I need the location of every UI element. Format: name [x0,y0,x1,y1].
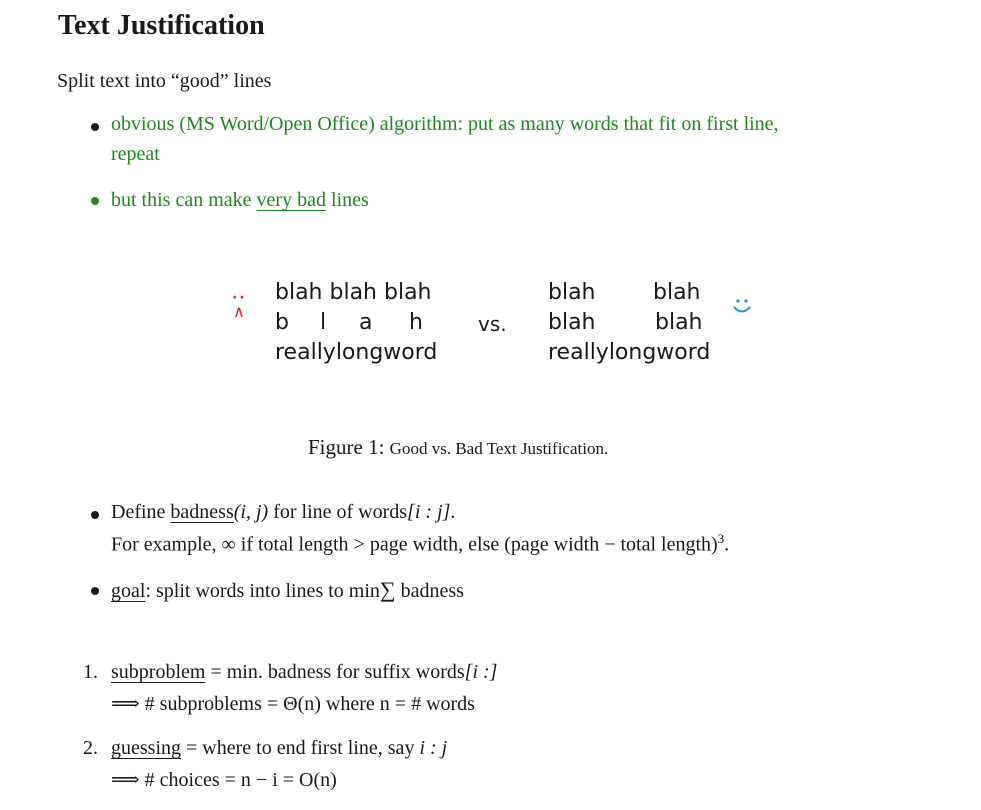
bad-line-1: blah blah blah [275,280,432,305]
step-2-guessing: guessing = where to end first line, say … [111,737,447,760]
bullet-dot [91,197,99,205]
guessing-range: i : j [419,737,448,759]
happy-face-icon [732,298,752,316]
bullet-goal: goal: split words into lines to min∑ bad… [111,577,464,603]
bullet-obvious-algorithm-cont: repeat [111,143,160,165]
goal-end: badness [395,580,464,602]
badness-args: (i, j) [233,501,269,523]
very-bad-underlined: very bad [256,189,326,211]
good-line-2-word-2: blah [655,310,703,335]
bullet-dot [91,123,99,131]
step-2-number: 2. [83,737,98,759]
bad-letter-l: l [320,310,327,335]
bad-line-3: reallylongword [275,340,438,365]
bad-letter-b: b [275,310,289,335]
badness-range: [i : j] [407,501,451,523]
choices-count: # choices = n − i = O(n) [139,769,337,791]
sum-symbol: ∑ [379,577,396,602]
bullet-dot [91,587,99,595]
step-1-subproblem: subproblem = min. badness for suffix wor… [111,661,497,684]
guessing-text: = where to end first line, say [181,737,420,759]
good-line-3: reallylongword [548,340,711,365]
bullet-badness-definition: Define badness(i, j) for line of words[i… [111,501,455,524]
section-title: Text Justification [58,10,265,41]
implies-arrow-icon: ⟹ [111,769,140,791]
step-1-number: 1. [83,661,98,683]
bad-letter-a: a [359,310,373,335]
subproblem-underlined: subproblem [111,661,206,683]
badness-mid: for line of words [268,501,408,523]
badness-example: For example, ∞ if total length > page wi… [111,531,729,557]
badness-pre: Define [111,501,171,523]
good-line-1-word-2: blah [653,280,701,305]
implies-arrow-icon: ⟹ [111,693,140,715]
good-line-1-word-1: blah [548,280,596,305]
bullet-bad-lines-suffix: lines [325,189,369,211]
figure-caption-label: Figure 1: [308,435,385,459]
goal-underlined: goal [111,580,146,602]
subproblem-count: # subproblems = Θ(n) where n = # words [139,693,475,715]
subproblem-text: = min. badness for suffix words [205,661,465,683]
figure-caption: Figure 1: Good vs. Bad Text Justificatio… [308,435,608,460]
sad-face-icon: ·· ∧ [232,290,247,321]
bad-letter-h: h [409,310,423,335]
figure-caption-text: Good vs. Bad Text Justification. [389,439,609,458]
good-line-2-word-1: blah [548,310,596,335]
subproblem-range: [i :] [464,661,498,683]
vs-label: vs. [478,312,507,336]
bullet-bad-lines: but this can make very bad lines [111,189,369,212]
step-1-implication: ⟹ # subproblems = Θ(n) where n = # words [111,691,475,716]
guessing-underlined: guessing [111,737,181,759]
step-2-implication: ⟹ # choices = n − i = O(n) [111,767,337,792]
bullet-obvious-algorithm: obvious (MS Word/Open Office) algorithm:… [111,113,779,135]
badness-example-text: For example, ∞ if total length > page wi… [111,533,718,556]
bullet-dot [91,511,99,519]
badness-end: . [450,501,456,523]
badness-underlined: badness [170,501,234,523]
badness-example-exponent: 3 [717,531,725,546]
bullet-bad-lines-prefix: but this can make [111,189,257,211]
intro-text: Split text into “good” lines [57,70,272,92]
goal-text: : split words into lines to min [145,580,380,602]
badness-example-end: . [724,533,730,556]
